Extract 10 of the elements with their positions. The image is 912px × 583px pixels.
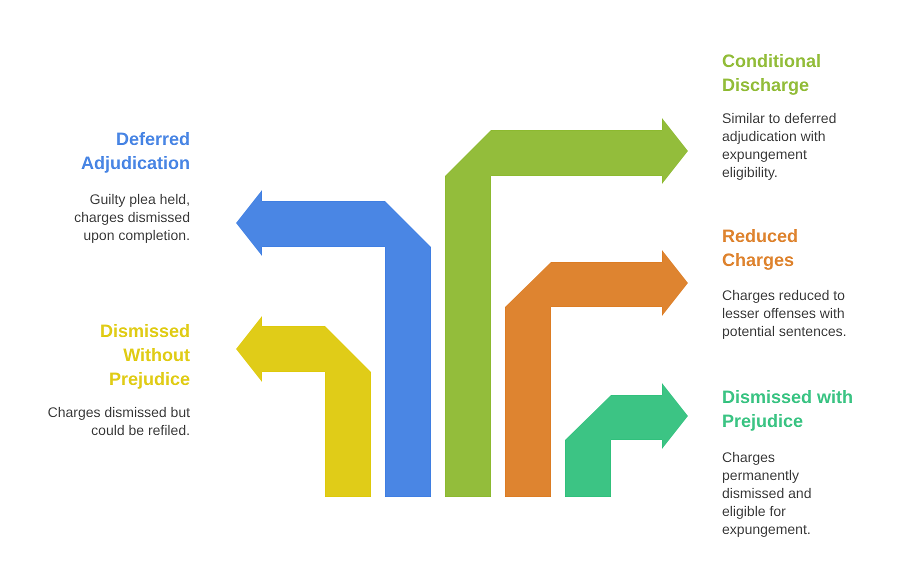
option-description: Similar to deferred adjudication with expungement eligibility. <box>722 109 838 181</box>
option-description: Charges dismissed but could be refiled. <box>46 403 190 439</box>
option-description: Guilty plea held, charges dismissed upon completion. <box>73 190 190 244</box>
option-heading: Deferred Adjudication <box>80 128 190 175</box>
option-heading: Reduced Charges <box>722 225 800 272</box>
option-description: Charges permanently dismissed and eligible for expungement. <box>722 448 812 538</box>
option-heading: Conditional Discharge <box>722 50 822 97</box>
option-description: Charges reduced to lesser offenses with potential sentences. <box>722 286 848 340</box>
option-heading: Dismissed with Prejudice <box>722 386 854 433</box>
option-heading: Dismissed Without Prejudice <box>98 320 190 391</box>
